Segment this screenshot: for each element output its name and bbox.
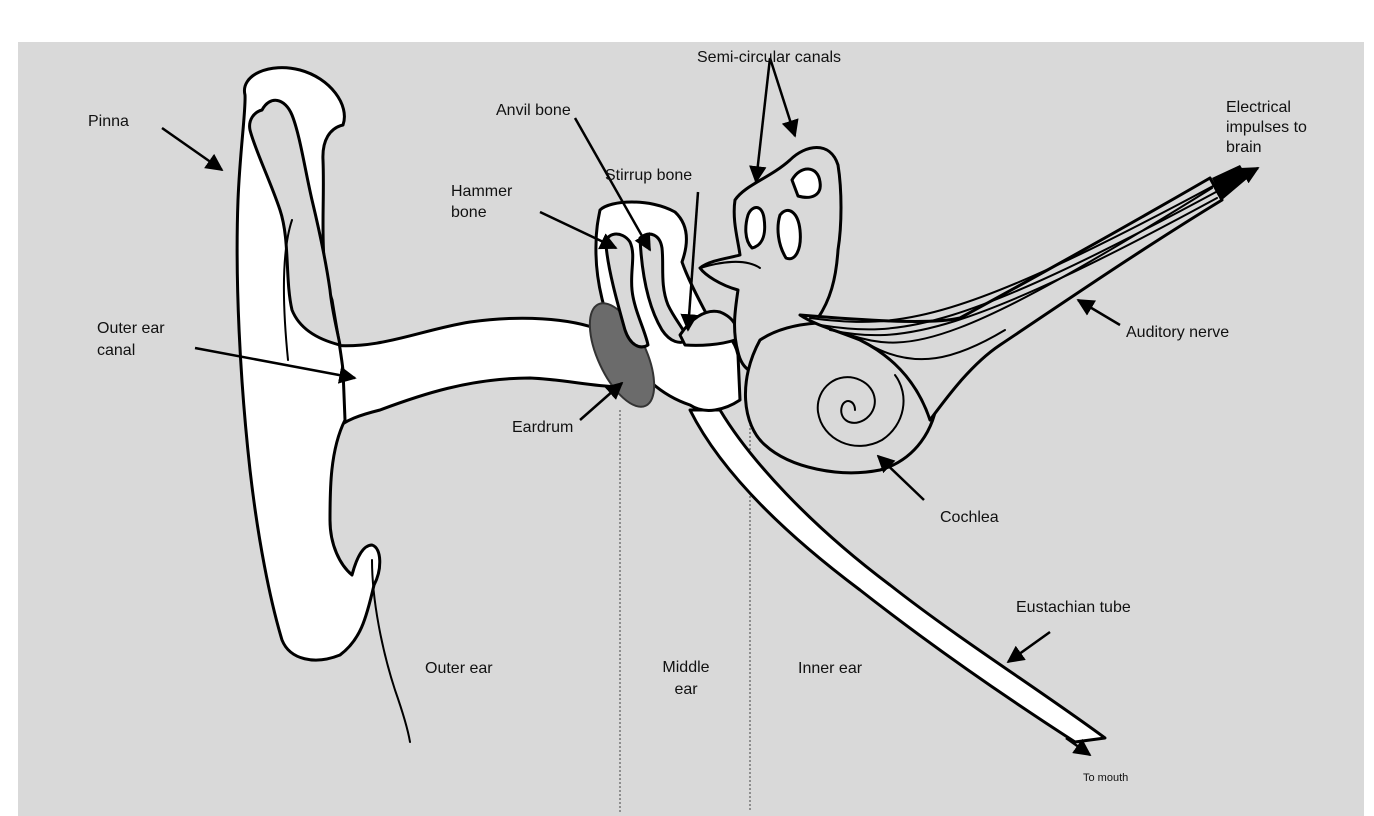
hammer-bone-label: Hammer — [451, 183, 513, 200]
cochlea-label: Cochlea — [940, 509, 999, 526]
semicircular-canals-label: Semi-circular canals — [697, 49, 841, 66]
semicircular-canal-3 — [778, 210, 800, 258]
stirrup-bone-label: Stirrup bone — [605, 167, 692, 184]
inner-ear-section-label: Inner ear — [798, 660, 863, 677]
eustachian-tube-label: Eustachian tube — [1016, 599, 1131, 616]
anvil-bone-label: Anvil bone — [496, 102, 571, 119]
hammer-bone-label-2: bone — [451, 204, 487, 221]
semicircular-canal-1 — [792, 169, 820, 197]
outer-ear-section-label: Outer ear — [425, 660, 493, 677]
outer-ear-canal-label: Outer ear — [97, 320, 165, 337]
pinna-label: Pinna — [88, 113, 129, 130]
middle-ear-section-label-2: ear — [674, 681, 698, 698]
to-mouth-label: To mouth — [1083, 772, 1128, 784]
semicircular-canal-2 — [746, 207, 765, 248]
outer-ear-canal-label-2: canal — [97, 342, 135, 359]
eardrum-label: Eardrum — [512, 419, 573, 436]
background-panel — [18, 42, 1364, 816]
auditory-nerve-label: Auditory nerve — [1126, 324, 1229, 341]
electrical-impulses-label-3: brain — [1226, 139, 1262, 156]
middle-ear-section-label: Middle — [662, 659, 709, 676]
electrical-impulses-label-2: impulses to — [1226, 119, 1307, 136]
electrical-impulses-label: Electrical — [1226, 99, 1291, 116]
